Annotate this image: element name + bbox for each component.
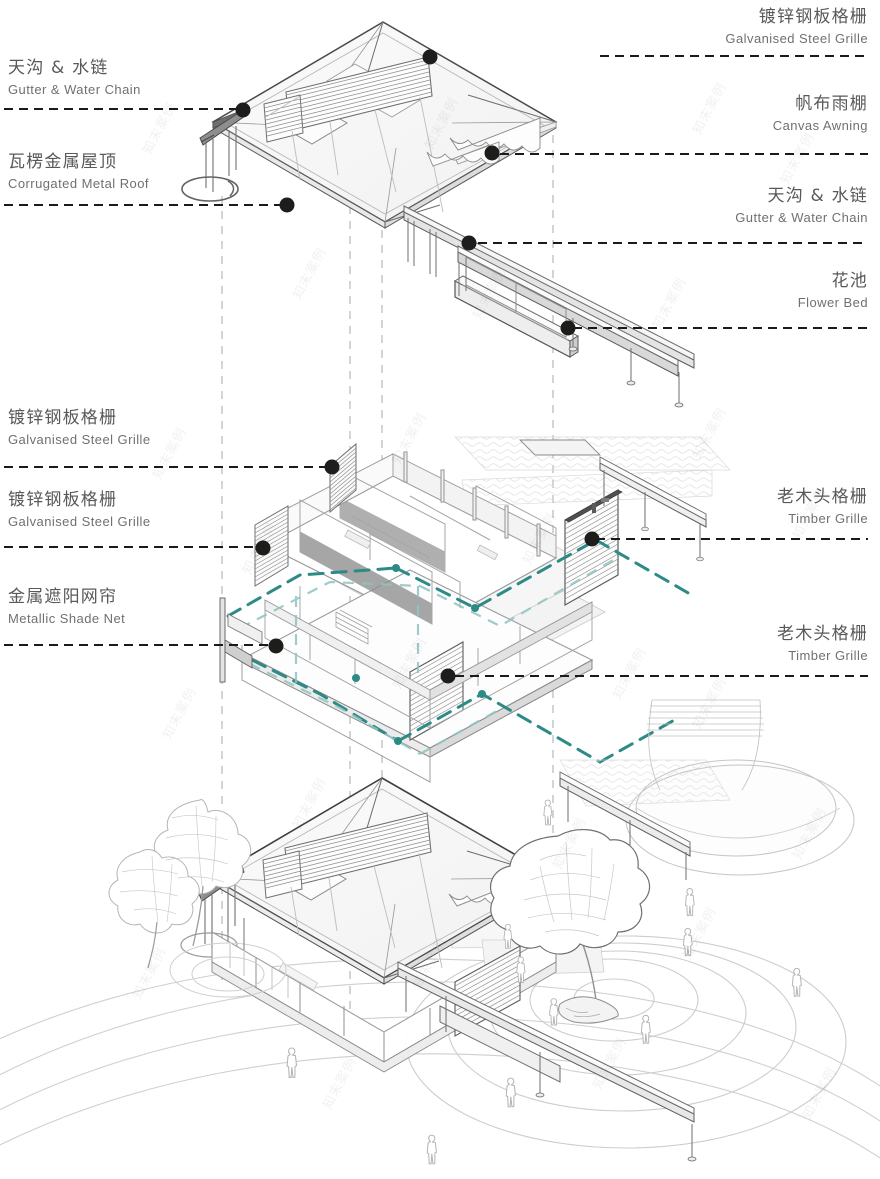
callout-label-galvanised-steel-grille-upper: 镀锌钢板格栅 Galvanised Steel Grille [8,408,151,447]
shade-net-track [219,597,263,683]
site-assembly-layer [0,699,880,1165]
label-cn: 花池 [831,271,868,291]
marker-dot-galvanised-steel-grille-lower [255,540,271,556]
roof-galvanised-steel-grille [263,56,444,213]
water-basin [181,176,239,202]
label-cn: 金属遮阳网帘 [8,587,118,607]
callout-label-metallic-shade-net: 金属遮阳网帘 Metallic Shade Net [8,587,126,626]
label-en: Gutter & Water Chain [8,82,141,97]
label-en: Corrugated Metal Roof [8,176,149,191]
callout-label-flower-bed: 花池 Flower Bed [797,271,868,310]
marker-dot-galvanised-steel-grille-upper [324,459,340,475]
label-en: Galvanised Steel Grille [8,432,151,447]
assembled-ground-floor [211,931,557,1073]
shade-net-secondary [239,555,621,755]
callout-label-corrugated-metal-roof: 瓦楞金属屋顶 Corrugated Metal Roof [8,152,149,191]
callout-label-timber-grille-upper: 老木头格栅 Timber Grille [777,487,868,526]
callout-label-galvanised-steel-grille-lower: 镀锌钢板格栅 Galvanised Steel Grille [8,490,151,529]
label-cn: 帆布雨棚 [795,94,868,114]
marker-dot-corrugated-metal-roof [279,197,295,213]
columns-upper [403,451,541,557]
label-cn: 镀锌钢板格栅 [8,490,118,510]
amphitheatre-steps [647,699,764,791]
label-cn: 镀锌钢板格栅 [758,7,868,27]
marker-dot-gutter-water-chain-roof-left [235,102,251,118]
label-cn: 老木头格栅 [777,624,868,644]
callout-label-timber-grille-lower: 老木头格栅 Timber Grille [777,624,868,663]
label-en: Gutter & Water Chain [735,210,868,225]
label-cn: 瓦楞金属屋顶 [8,152,118,172]
marker-dot-galvanised-steel-grille-roof [422,49,438,65]
timber-grille-upper [564,488,623,607]
shade-net-nodes [352,564,486,745]
callout-label-canvas-awning: 帆布雨棚 Canvas Awning [772,94,868,133]
galvanised-steel-grille-lower [254,505,289,587]
gutter-and-water-chain-roof [181,109,246,202]
label-cn: 镀锌钢板格栅 [8,408,118,428]
label-en: Galvanised Steel Grille [725,31,868,46]
callout-label-gutter-water-chain-pergola: 天沟 & 水链 Gutter & Water Chain [735,186,868,225]
callout-label-galvanised-steel-grille-roof: 镀锌钢板格栅 Galvanised Steel Grille [725,7,868,46]
label-cn: 天沟 & 水链 [767,186,868,206]
plaza-tree [489,829,651,1024]
pergola-middle-rail [518,439,707,562]
label-en: Galvanised Steel Grille [8,514,151,529]
label-cn: 天沟 & 水链 [8,58,109,78]
marker-dot-timber-grille-upper [584,531,600,547]
label-en: Timber Grille [788,511,868,526]
marker-dot-canvas-awning [484,145,500,161]
marker-dot-metallic-shade-net [268,638,284,654]
marker-dot-timber-grille-lower [440,668,456,684]
structure-plan-layer [219,436,731,783]
label-en: Flower Bed [797,295,868,310]
label-en: Timber Grille [788,648,868,663]
roof-assembly-layer [181,21,695,408]
label-en: Canvas Awning [772,118,868,133]
marker-dot-gutter-water-chain-pergola [461,235,477,251]
label-en: Metallic Shade Net [8,611,126,626]
assembled-pergola [397,771,697,1162]
background-tree-cluster [108,799,287,998]
label-cn: 老木头格栅 [777,487,868,507]
marker-dot-flower-bed [560,320,576,336]
callout-label-gutter-water-chain-roof-left: 天沟 & 水链 Gutter & Water Chain [8,58,141,97]
